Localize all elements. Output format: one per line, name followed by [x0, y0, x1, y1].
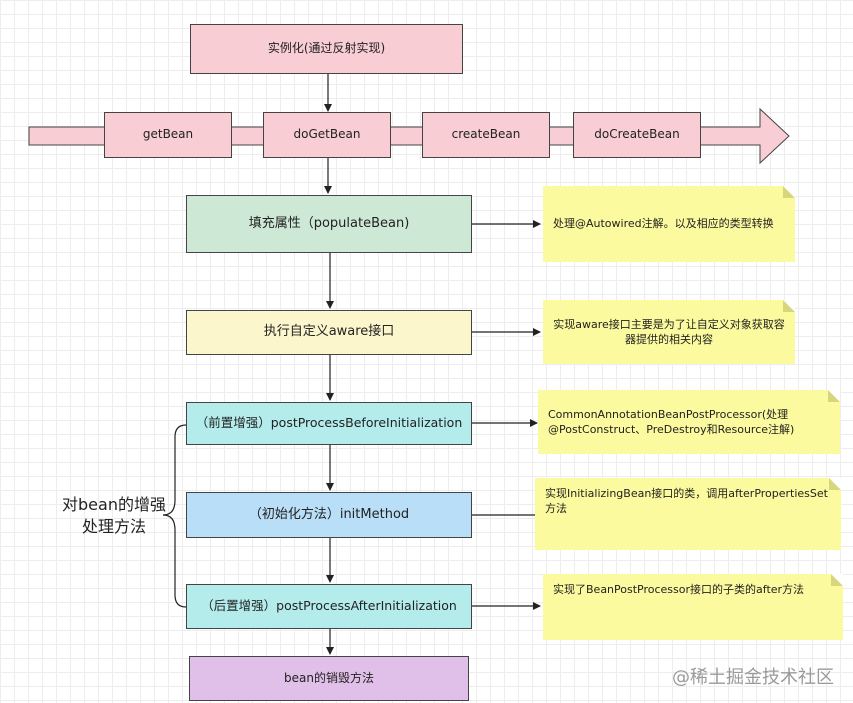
after-init-box: （后置增强）postProcessAfterInitialization: [186, 584, 472, 629]
note-init-text: 实现InitializingBean接口的类，调用afterProperties…: [545, 487, 828, 516]
pipeline-createbean: createBean: [422, 112, 550, 158]
note-before-text: CommonAnnotationBeanPostProcessor(处理@Pos…: [548, 407, 795, 436]
populate-bean-box: 填充属性（populateBean): [186, 195, 472, 253]
note-fold-icon: [829, 478, 841, 490]
enhancement-label: 对bean的增强处理方法: [62, 495, 166, 536]
pipeline-getbean: getBean: [104, 112, 232, 158]
note-after-text: 实现了BeanPostProcessor接口的子类的after方法: [553, 583, 805, 596]
note-populate: 处理@Autowired注解。以及相应的类型转换: [543, 186, 795, 262]
note-populate-text: 处理@Autowired注解。以及相应的类型转换: [553, 217, 774, 231]
note-before: CommonAnnotationBeanPostProcessor(处理@Pos…: [538, 390, 840, 454]
before-init-box: （前置增强）postProcessBeforeInitialization: [186, 402, 472, 445]
pipeline-dogetbean: doGetBean: [263, 112, 391, 158]
note-init: 实现InitializingBean接口的类，调用afterProperties…: [535, 478, 841, 550]
note-aware-text: 实现aware接口主要是为了让自定义对象获取容器提供的相关内容: [553, 317, 785, 346]
note-after: 实现了BeanPostProcessor接口的子类的after方法: [543, 574, 843, 640]
pipeline-docreatebean: doCreateBean: [573, 112, 701, 158]
note-fold-icon: [783, 300, 795, 312]
note-fold-icon: [828, 390, 840, 402]
note-fold-icon: [831, 574, 843, 586]
curly-brace: [162, 424, 187, 608]
aware-interface-box: 执行自定义aware接口: [186, 310, 472, 355]
watermark: @稀土掘金技术社区: [672, 667, 834, 688]
note-fold-icon: [783, 186, 795, 198]
init-method-box: （初始化方法）initMethod: [186, 492, 472, 538]
note-aware: 实现aware接口主要是为了让自定义对象获取容器提供的相关内容: [543, 300, 795, 364]
instantiate-box: 实例化(通过反射实现): [190, 24, 463, 74]
destroy-box: bean的销毁方法: [189, 656, 469, 701]
